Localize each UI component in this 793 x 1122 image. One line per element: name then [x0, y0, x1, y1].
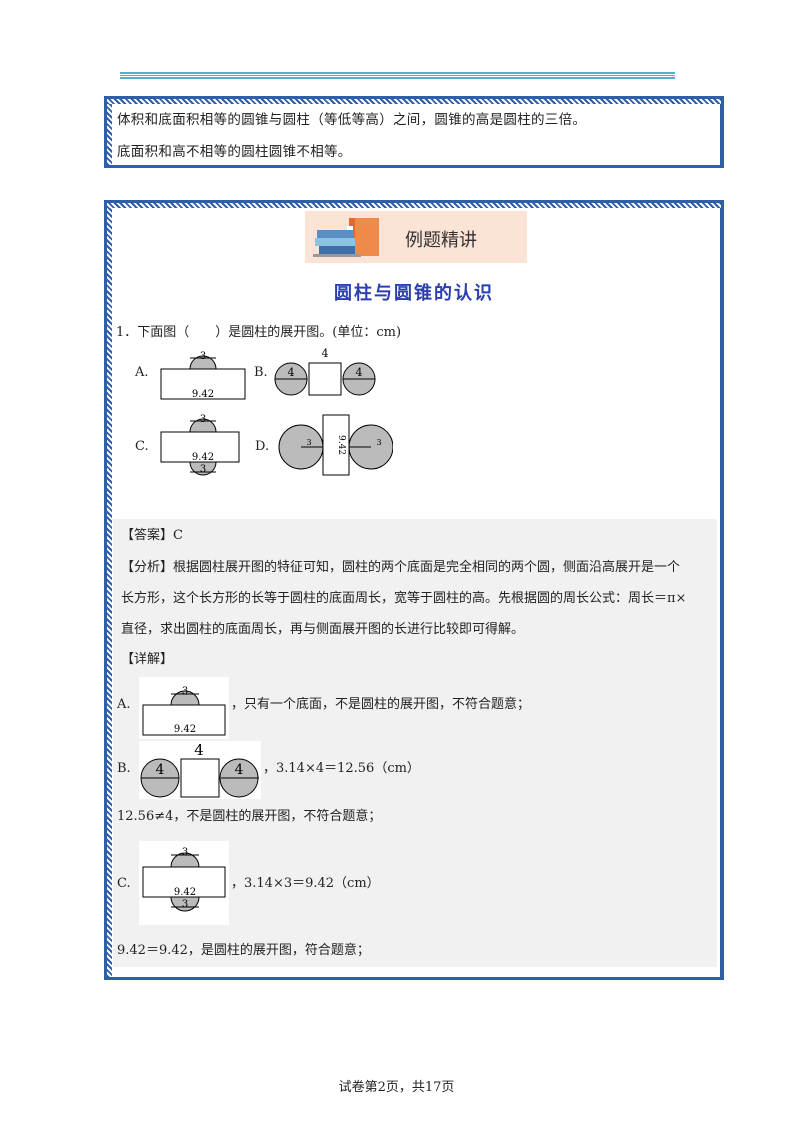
option-a-figure: 3 9.42 [160, 351, 246, 400]
svg-text:4: 4 [322, 347, 329, 360]
page-footer: 试卷第2页，共17页 [338, 1080, 455, 1095]
detail-c-figure: 3 9.42 3 [139, 841, 229, 925]
svg-text:9.42: 9.42 [192, 452, 214, 463]
svg-text:4: 4 [356, 366, 363, 379]
svg-text:3: 3 [182, 847, 188, 858]
header-rule [120, 72, 675, 79]
svg-text:9.42: 9.42 [192, 389, 214, 400]
summary-line-1: 体积和底面积相等的圆锥与圆柱（等低等高）之间，圆锥的高是圆柱的三倍。 [117, 112, 587, 128]
svg-text:3: 3 [200, 464, 206, 475]
example-box: 例题精讲 圆柱与圆锥的认识 1．下面图（ ）是圆柱的展开图。(单位：cm) A.… [104, 200, 724, 980]
svg-text:3: 3 [182, 899, 188, 910]
option-b-label: B. [254, 365, 268, 380]
option-a-label: A. [135, 365, 149, 380]
svg-text:4: 4 [235, 762, 244, 778]
analysis-line-3: 直径，求出圆柱的底面周长，再与侧面展开图的长进行比较即可得解。 [121, 622, 525, 637]
svg-text:3: 3 [200, 351, 206, 362]
svg-text:4: 4 [288, 366, 295, 379]
books-icon [313, 218, 379, 257]
analysis-line-1: 根据圆柱展开图的特征可知，圆柱的两个底面是完全相同的两个圆，侧面沿高展开是一个 [173, 560, 681, 575]
svg-text:4: 4 [194, 741, 204, 759]
detail-a-label: A. [117, 697, 131, 712]
svg-text:9.42: 9.42 [174, 724, 196, 735]
option-c-figure: 3 9.42 3 [160, 414, 240, 476]
example-banner: 例题精讲 [305, 211, 527, 263]
detail-b-note: 12.56≠4，不是圆柱的展开图，不符合题意； [117, 809, 382, 824]
svg-text:9.42: 9.42 [174, 887, 196, 898]
analysis-line-2: 长方形，这个长方形的长等于圆柱的底面周长，宽等于圆柱的高。先根据圆的周长公式：周… [121, 591, 687, 606]
detail-b-text: ，3.14×4＝12.56（cm） [263, 761, 420, 776]
summary-box: 体积和底面积相等的圆锥与圆柱（等低等高）之间，圆锥的高是圆柱的三倍。 底面积和高… [104, 96, 724, 168]
option-d-figure: 3 9.42 3 [278, 414, 393, 476]
analysis-label: 【分析】 [121, 560, 174, 575]
detail-c-note: 9.42＝9.42，是圆柱的展开图，符合题意； [117, 943, 370, 958]
answer-line: 【答案】C [121, 526, 183, 546]
answer-area: 【答案】C 【分析】根据圆柱展开图的特征可知，圆柱的两个底面是完全相同的两个圆，… [113, 519, 717, 967]
svg-text:4: 4 [156, 762, 165, 778]
question-text: 1．下面图（ ）是圆柱的展开图。(单位：cm) [116, 325, 402, 340]
detail-b-figure: 4 4 4 [139, 741, 261, 799]
svg-text:3: 3 [306, 438, 311, 447]
answer-label: 【答案】 [121, 528, 174, 543]
analysis-paragraph: 【分析】根据圆柱展开图的特征可知，圆柱的两个底面是完全相同的两个圆，侧面沿高展开… [121, 552, 715, 645]
svg-text:3: 3 [200, 414, 206, 425]
detail-c-label: C. [117, 876, 131, 891]
svg-text:3: 3 [182, 686, 188, 697]
answer-value: C [173, 528, 183, 543]
banner-title: 例题精讲 [405, 230, 477, 251]
detail-c-text: ，3.14×3＝9.42（cm） [231, 876, 380, 891]
option-b-figure: 4 4 4 [274, 347, 376, 396]
detail-a-text: ，只有一个底面，不是圆柱的展开图，不符合题意； [231, 697, 531, 712]
svg-text:3: 3 [376, 438, 381, 447]
svg-text:9.42: 9.42 [336, 435, 346, 455]
summary-line-2: 底面积和高不相等的圆柱圆锥不相等。 [117, 144, 352, 160]
option-c-label: C. [135, 439, 149, 454]
detail-label: 【详解】 [121, 652, 174, 667]
option-d-label: D. [255, 439, 270, 454]
detail-b-label: B. [117, 761, 131, 776]
detail-a-figure: 3 9.42 [139, 677, 229, 739]
section-title: 圆柱与圆锥的认识 [334, 283, 494, 304]
